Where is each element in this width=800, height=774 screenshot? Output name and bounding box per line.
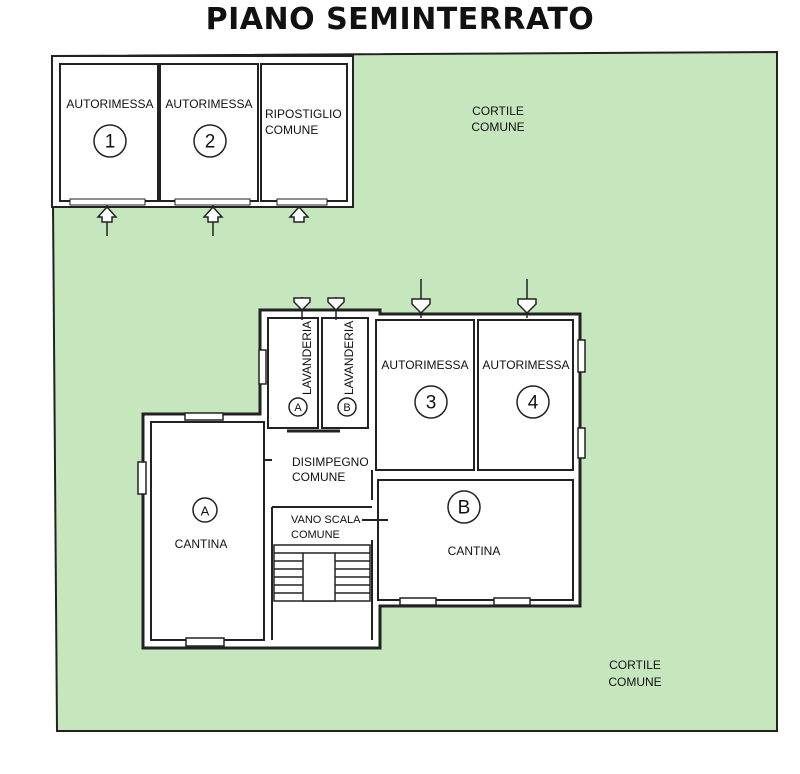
lavanderia-a-marker: A	[294, 402, 302, 414]
cortile-top-label-1: CORTILE	[472, 104, 524, 118]
entry-arrow-1	[96, 205, 118, 236]
lavanderia-a-label: LAVANDERIA	[300, 321, 314, 395]
entry-arrow-4	[517, 279, 537, 318]
disimpegno-label-1: DISIMPEGNO	[292, 455, 369, 469]
vano-scala-label-1: VANO SCALA	[291, 514, 361, 526]
cortile-bottom-label-2: COMUNE	[608, 675, 661, 689]
ripostiglio-label-1: RIPOSTIGLIO	[265, 107, 342, 121]
main-building	[137, 308, 586, 650]
page-title: PIANO SEMINTERRATO	[205, 2, 595, 37]
cantina-a-label: CANTINA	[175, 537, 228, 551]
lavanderia-b-label: LAVANDERIA	[342, 321, 356, 395]
garage-3-number: 3	[426, 393, 437, 414]
cantina-b-label: CANTINA	[448, 544, 501, 558]
autorimessa-3-label: AUTORIMESSA	[381, 358, 468, 372]
windows	[137, 339, 586, 647]
garage-1-number: 1	[105, 132, 116, 153]
garage-4-number: 4	[528, 393, 539, 414]
cantina-a-marker: A	[201, 504, 210, 519]
entry-arrow-rip	[288, 205, 310, 223]
autorimessa-1-label: AUTORIMESSA	[66, 97, 153, 111]
vano-scala-label-2: COMUNE	[291, 529, 340, 541]
lavanderia-b-marker: B	[343, 402, 350, 414]
disimpegno-label-2: COMUNE	[292, 470, 345, 484]
cortile-bottom-label-1: CORTILE	[609, 658, 661, 672]
entry-arrow-2	[202, 205, 224, 236]
staircase	[273, 544, 371, 602]
garage-2-number: 2	[205, 132, 216, 153]
autorimessa-4-label: AUTORIMESSA	[482, 358, 569, 372]
cantina-b-marker: B	[458, 498, 471, 519]
autorimessa-2-label: AUTORIMESSA	[165, 97, 252, 111]
cortile-top-label-2: COMUNE	[471, 120, 524, 134]
entry-arrows	[96, 205, 537, 320]
entry-arrow-lav-a	[293, 297, 311, 320]
room-markers	[93, 124, 550, 524]
entry-arrow-lav-b	[327, 297, 345, 320]
ripostiglio-label-2: COMUNE	[265, 123, 318, 137]
entry-arrow-3	[411, 279, 431, 318]
cantina-a-room	[150, 421, 265, 641]
